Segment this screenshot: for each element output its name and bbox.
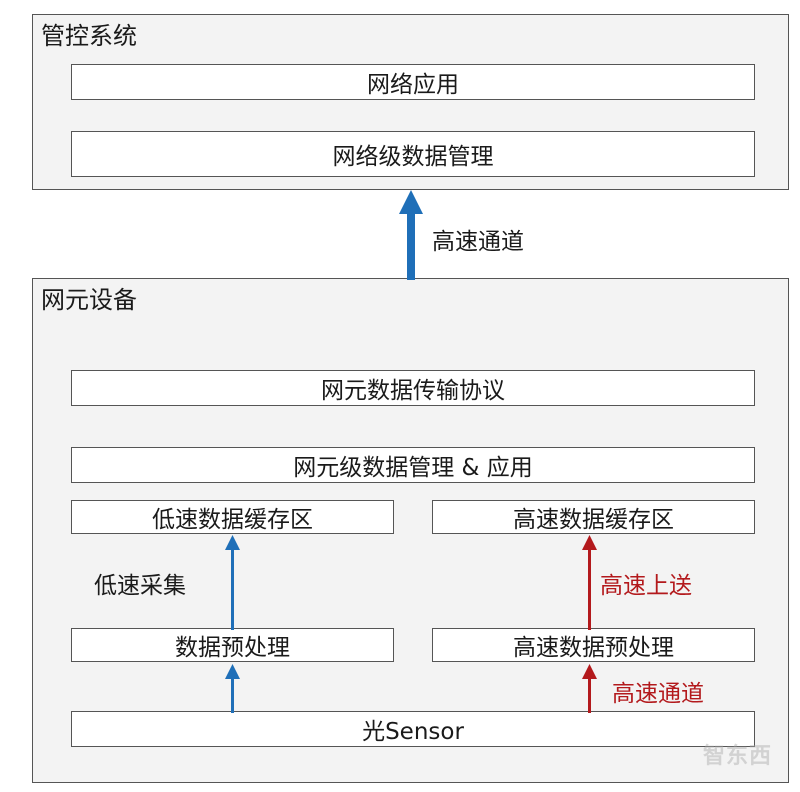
optical-sensor-box: 光Sensor (71, 711, 755, 747)
ne-data-mgmt-app-box: 网元级数据管理 & 应用 (71, 447, 755, 483)
management-system-title: 管控系统 (41, 22, 137, 50)
network-data-mgmt-box: 网络级数据管理 (71, 131, 755, 177)
high-speed-channel-red-label: 高速通道 (612, 681, 704, 707)
ne-transfer-protocol-box: 网元数据传输协议 (71, 370, 755, 406)
low-speed-collect-label: 低速采集 (94, 573, 186, 599)
high-speed-preprocess-box: 高速数据预处理 (432, 628, 755, 662)
watermark-logo: 智东西 (702, 744, 772, 769)
network-app-box: 网络应用 (71, 64, 755, 100)
high-speed-upload-label: 高速上送 (600, 573, 692, 599)
blue-arrow-main (399, 190, 423, 280)
high-speed-cache-box: 高速数据缓存区 (432, 500, 755, 534)
data-preprocess-box: 数据预处理 (71, 628, 394, 662)
high-speed-channel-label: 高速通道 (432, 229, 524, 255)
low-speed-cache-box: 低速数据缓存区 (71, 500, 394, 534)
network-element-title: 网元设备 (41, 286, 137, 314)
